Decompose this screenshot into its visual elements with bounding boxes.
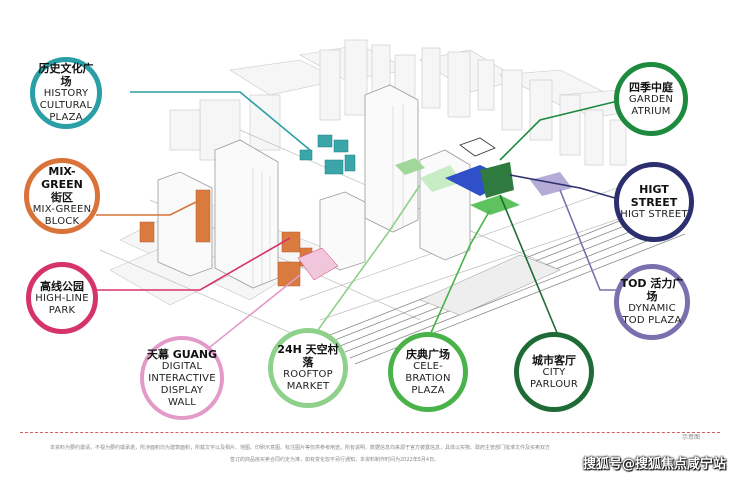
highline-en2: PARK [48, 304, 76, 316]
mixgreen-en1: MIX-GREEN [32, 203, 92, 215]
mixgreen-zh1: MIX-GREEN [41, 164, 83, 191]
history-en1: HISTORY [43, 88, 89, 99]
garden-atrium-label: 四季中庭 GARDEN ATRIUM [614, 62, 688, 136]
digital-display-wall-label: 天幕 GUANG DIGITAL INTERACTIVE DISPLAY WAL… [140, 336, 224, 420]
celebration-en1: CELE- [413, 360, 443, 372]
tianmu-en2: INTERACTIVE [148, 372, 216, 384]
rooftop-en1: ROOFTOP [283, 369, 333, 380]
history-en2: CULTURAL [39, 100, 93, 111]
highline-zh: 高线公园 [40, 279, 84, 293]
watermark: 搜狐号@搜狐焦点咸宁站 [582, 457, 726, 472]
tianmu-zh: 天幕 GUANG [146, 347, 218, 361]
high-line-park-label: 高线公园 HIGH-LINE PARK [26, 262, 98, 334]
tod-zh: TOD 活力广场 [620, 277, 684, 303]
city-parlour-label: 城市客厅 CITY PARLOUR [514, 332, 594, 412]
tianmu-en1: DIGITAL [161, 360, 203, 372]
garden-en1: GARDEN [628, 93, 674, 105]
celebration-en3: PLAZA [411, 384, 445, 396]
tod-en2: TOD PLAZA [622, 315, 682, 326]
celebration-plaza-label: 庆典广场 CELE- BRATION PLAZA [388, 332, 468, 412]
mixgreen-en2: BLOCK [44, 215, 80, 227]
schematic-note: 示意图 [681, 434, 700, 441]
history-en3: PLAZA [49, 112, 83, 123]
garden-en2: ATRIUM [631, 105, 671, 117]
city-zh: 城市客厅 [532, 353, 576, 367]
city-en1: CITY [542, 366, 566, 378]
mixgreen-zh2: 街区 [51, 190, 73, 204]
tod-plaza-label: TOD 活力广场 DYNAMIC TOD PLAZA [614, 264, 690, 340]
rooftop-zh: 24H 天空村落 [277, 343, 339, 369]
tod-en1: DYNAMIC [628, 303, 676, 314]
tianmu-en3: DISPLAY [160, 384, 204, 396]
disclaimer-line-1: 本资料为要约邀请，不视为要约或承诺，所涉面积均为建筑面积，所载文字以及相片、地图… [50, 445, 551, 451]
garden-zh: 四季中庭 [629, 80, 673, 94]
tianmu-en4: WALL [167, 396, 197, 408]
higt-en1: HIGT STREET [620, 209, 688, 220]
higt-zh: HIGT STREET [630, 183, 678, 209]
footer-divider [20, 432, 720, 434]
rooftop-market-label: 24H 天空村落 ROOFTOP MARKET [268, 328, 348, 408]
history-cultural-plaza-label: 历史文化广场 HISTORY CULTURAL PLAZA [30, 57, 102, 129]
highline-en1: HIGH-LINE [35, 292, 89, 304]
higt-street-label: HIGT STREET HIGT STREET [614, 162, 694, 242]
celebration-en2: BRATION [405, 372, 451, 384]
history-zh: 历史文化广场 [38, 62, 94, 88]
celebration-zh: 庆典广场 [406, 347, 450, 361]
city-en2: PARLOUR [530, 378, 578, 390]
disclaimer-line-2: 签订的商品房买卖合同约定为准，如有变化恕不另行通知，本资料制作时间为2022年5… [230, 457, 440, 463]
rooftop-en2: MARKET [286, 381, 330, 392]
mix-green-block-label: MIX-GREEN 街区 MIX-GREEN BLOCK [24, 158, 100, 234]
